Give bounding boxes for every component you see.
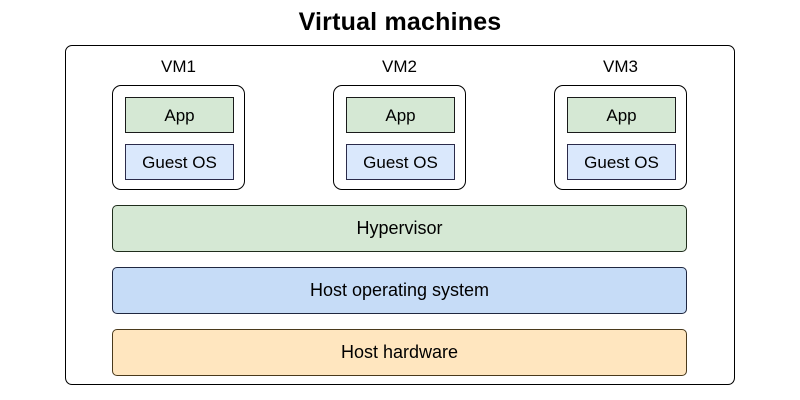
vm-1-guest-os-box: Guest OS xyxy=(125,144,234,180)
vm-box-3: App Guest OS xyxy=(554,85,687,190)
vm-1-app-box: App xyxy=(125,97,234,133)
vm-box-1: App Guest OS xyxy=(112,85,245,190)
host-operating-system-bar: Host operating system xyxy=(112,267,687,314)
vm-2-guest-os-box: Guest OS xyxy=(346,144,455,180)
page-title: Virtual machines xyxy=(298,8,502,36)
vm-3-guest-os-box: Guest OS xyxy=(567,144,676,180)
vm-box-2: App Guest OS xyxy=(333,85,466,190)
vm-label-1: VM1 xyxy=(161,57,196,76)
vm-3-app-box: App xyxy=(567,97,676,133)
host-hardware-bar: Host hardware xyxy=(112,329,687,376)
vm-label-2: VM2 xyxy=(382,57,417,76)
vm-label-3: VM3 xyxy=(603,57,638,76)
vm-2-app-box: App xyxy=(346,97,455,133)
hypervisor-bar: Hypervisor xyxy=(112,205,687,252)
